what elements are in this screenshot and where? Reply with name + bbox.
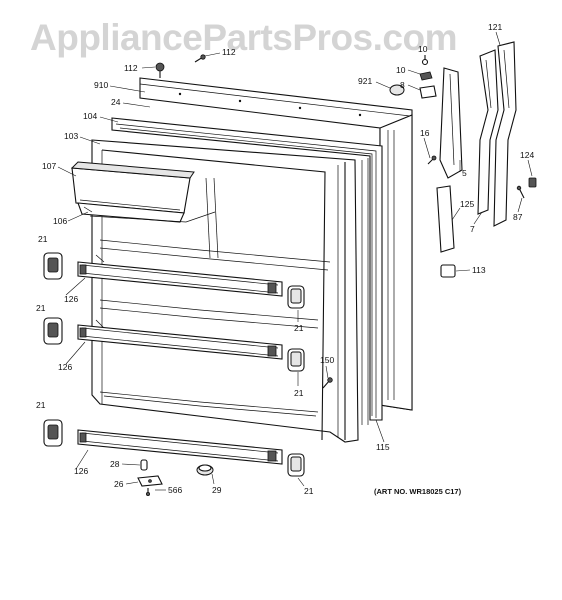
leader-lines: [57, 31, 533, 491]
callout-21-f: 21: [304, 486, 314, 496]
plug-124: [528, 177, 537, 188]
door-gasket: [111, 117, 383, 425]
callout-28: 28: [110, 459, 120, 469]
shelf-end-cap-right-3: [287, 453, 305, 477]
art-number: (ART NO. WR18025 C17): [374, 487, 462, 496]
handle-7: [477, 49, 499, 215]
callout-87: 87: [513, 212, 523, 222]
callout-21-b: 21: [36, 303, 46, 313]
callout-112-a: 112: [124, 63, 138, 73]
callout-921: 921: [358, 76, 372, 86]
screw-16: [427, 155, 437, 165]
callout-7: 7: [470, 224, 475, 234]
screw-112-b: [194, 54, 206, 63]
handle-bracket-5: [439, 67, 463, 179]
callout-115: 115: [376, 442, 390, 452]
dairy-door: [70, 161, 195, 223]
handle-insert-125: [436, 185, 455, 253]
callout-21-a: 21: [38, 234, 48, 244]
callout-150: 150: [320, 355, 334, 365]
door-shelf-upper: [77, 261, 283, 297]
callout-21-c: 21: [36, 400, 46, 410]
washer-10: [421, 55, 429, 66]
callout-10-a: 10: [418, 44, 428, 54]
callout-21-e: 21: [294, 388, 304, 398]
shelf-end-cap-left-2: [43, 317, 63, 345]
callout-labels: 112 112 910 24 104 103 107 106 21 126 21…: [36, 22, 534, 496]
callout-8: 8: [400, 80, 405, 90]
callout-113: 113: [472, 265, 486, 275]
callout-124: 124: [520, 150, 534, 160]
shelf-end-cap-right-1: [287, 285, 305, 309]
callout-910: 910: [94, 80, 108, 90]
callout-112-b: 112: [222, 47, 236, 57]
screw-150: [322, 377, 333, 389]
callout-10-b: 10: [396, 65, 406, 75]
door-shelf-middle: [77, 324, 283, 360]
callout-125: 125: [460, 199, 474, 209]
clip-10: [419, 71, 433, 81]
end-cap-113: [440, 264, 456, 278]
handle-121: [493, 41, 517, 227]
shelf-end-cap-right-2: [287, 348, 305, 372]
callout-29: 29: [212, 485, 222, 495]
callout-566: 566: [168, 485, 182, 495]
shelf-end-cap-left-3: [43, 419, 63, 447]
callout-121: 121: [488, 22, 502, 32]
callout-126-c: 126: [74, 466, 88, 476]
watermark-text: AppliancePartsPros.com: [30, 17, 457, 58]
callout-106: 106: [53, 216, 67, 226]
dairy-bin: [89, 211, 216, 223]
screw-112-a: [155, 62, 165, 78]
callout-107: 107: [42, 161, 56, 171]
shelf-end-cap-left-1: [43, 252, 63, 280]
callout-24: 24: [111, 97, 121, 107]
callout-21-d: 21: [294, 323, 304, 333]
plate-26: [137, 475, 163, 487]
cap-921: [389, 84, 405, 96]
callout-26: 26: [114, 479, 124, 489]
screw-566: [145, 488, 150, 496]
clip-8: [419, 85, 437, 99]
callout-126-a: 126: [64, 294, 78, 304]
hinge-pin-28: [140, 459, 148, 471]
callout-104: 104: [83, 111, 97, 121]
callout-103: 103: [64, 131, 78, 141]
stop-29: [196, 464, 214, 476]
callout-5: 5: [462, 168, 467, 178]
callout-16: 16: [420, 128, 430, 138]
callout-126-b: 126: [58, 362, 72, 372]
screw-87: [516, 185, 525, 199]
door-shelf-lower: [77, 429, 283, 465]
